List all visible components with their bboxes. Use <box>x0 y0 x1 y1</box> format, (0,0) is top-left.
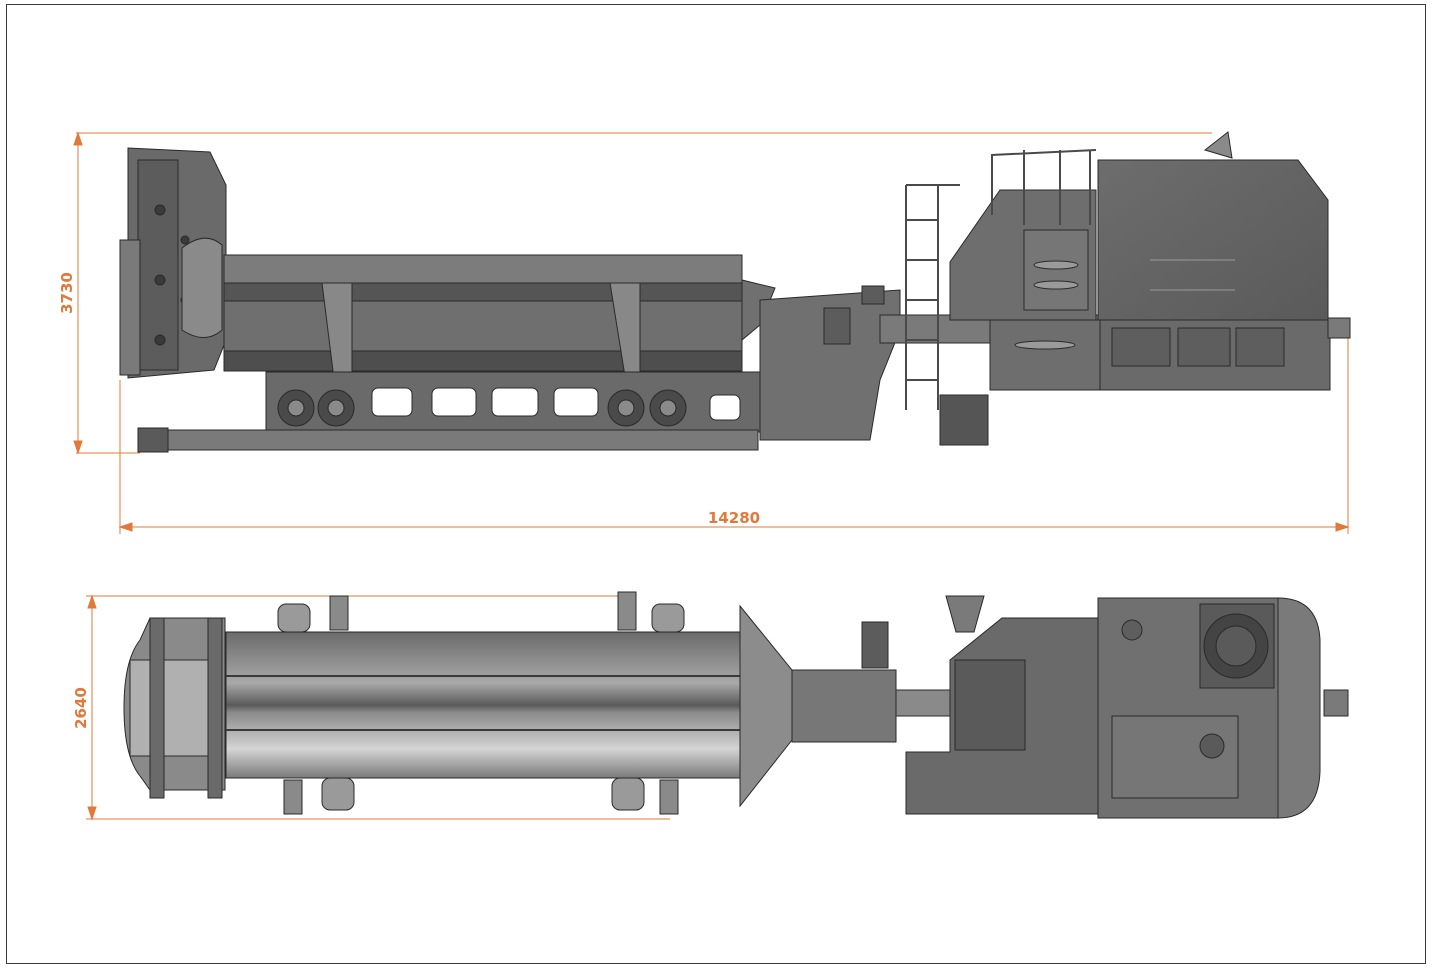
overall-length-label: 14280 <box>708 509 760 527</box>
dimension-top-width <box>86 594 670 821</box>
drawing-sheet-border <box>6 4 1426 964</box>
side-view-machine <box>119 131 1351 453</box>
dimension-side-height <box>73 131 1212 455</box>
top-width-label: 2640 <box>72 687 90 729</box>
side-height-label: 3730 <box>58 272 76 314</box>
dimension-overall-length <box>118 330 1350 534</box>
top-view-machine <box>123 591 1349 819</box>
